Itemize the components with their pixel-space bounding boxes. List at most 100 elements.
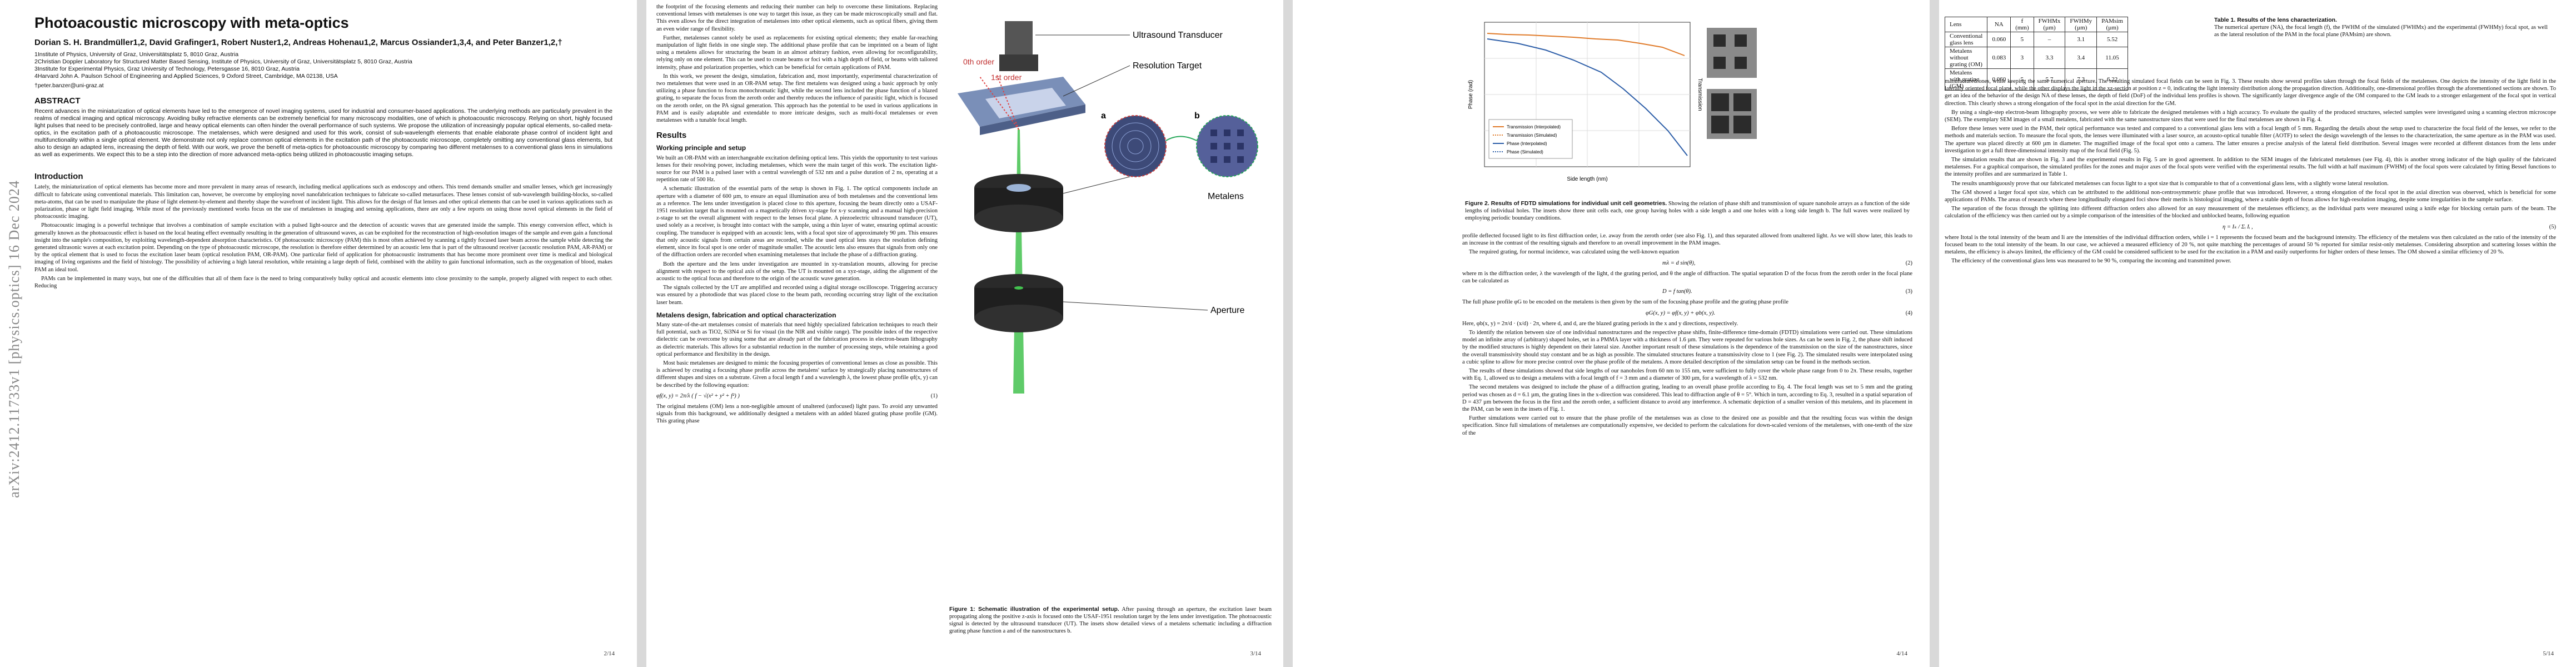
body-paragraph: The efficiency of the conventional glass… — [1951, 258, 2231, 265]
body-paragraph: the footprint of the focusing elements a… — [656, 4, 938, 32]
page-2-text-column: the footprint of the focusing elements a… — [656, 3, 938, 427]
page-4: Transmission (Interpolated) Transmission… — [1293, 0, 1930, 667]
metalens-heading: Metalens design, fabrication and optical… — [656, 311, 836, 319]
results-heading: Results — [656, 131, 687, 141]
inset-a-metalens — [1104, 115, 1167, 177]
page-4-text-column: manufactured ones, while keeping the sam… — [1945, 78, 2556, 267]
body-paragraph: profile deflected focused light to its f… — [1462, 233, 1912, 247]
body-paragraph: The required grating, for normal inciden… — [1469, 249, 1680, 256]
equation-4: φG(x, y) = φf(x, y) + φb(x, y).(4) — [1646, 310, 1912, 316]
laser-beam — [1013, 130, 1024, 394]
label-metalens: Metalens — [1208, 192, 1244, 201]
transducer-body — [1005, 21, 1033, 54]
equation-3: D = f tan(θ).(3) — [1662, 288, 1912, 295]
body-paragraph: The full phase profile φG to be encoded … — [1462, 299, 1788, 306]
nanohole-array — [1210, 130, 1244, 163]
affiliation-1: 1Institute of Physics, University of Gra… — [34, 51, 239, 58]
figure-1: 0th order 1st order Ultrasound Transduce… — [946, 10, 1274, 399]
body-paragraph: Most basic metalenses are designed to mi… — [656, 360, 938, 389]
figure-1-caption: Figure 1: Schematic illustration of the … — [949, 606, 1272, 634]
page-1-content: Photoacoustic microscopy with meta-optic… — [34, 14, 612, 291]
body-paragraph: The simulation results that are shown in… — [1945, 157, 2556, 178]
body-paragraph: The separation of the focus through the … — [1945, 206, 2556, 220]
legend-item: Phase (Interpolated) — [1507, 141, 1547, 146]
body-paragraph: In this work, we present the design, sim… — [656, 73, 938, 124]
body-paragraph: Before these lenses were used in the PAM… — [1945, 126, 2556, 154]
phase-curve — [1487, 38, 1688, 156]
page-3: the footprint of the focusing elements a… — [646, 0, 1283, 667]
body-paragraph: Here, φb(x, y) = 2π/d · (x/d) · 2π, wher… — [1462, 320, 1738, 327]
aperture-hole — [1014, 286, 1023, 290]
fdtd-plot: Transmission (Interpolated) Transmission… — [1468, 22, 1757, 182]
zeroth-order-ray — [979, 76, 1019, 130]
body-paragraph: We built an OR-PAM with an interchangeab… — [656, 155, 938, 183]
transmission-curve — [1487, 33, 1685, 56]
label-b: b — [1194, 111, 1200, 121]
body-paragraph: Further simulations were carried out to … — [1462, 415, 1912, 436]
results-table: Lens NA f (mm) FWHMx (µm) FWHMy (µm) PAM… — [1944, 17, 2128, 91]
body-paragraph: Many state-of-the-art metalenses consist… — [656, 321, 938, 357]
intro-heading: Introduction — [34, 172, 83, 182]
figure-2: Transmission (Interpolated) Transmission… — [1462, 17, 1762, 195]
legend-item: Transmission (Simulated) — [1507, 133, 1557, 138]
abstract-heading: ABSTRACT — [34, 96, 81, 106]
corresponding-email[interactable]: †peter.banzer@uni-graz.at — [34, 82, 104, 89]
page-number: 3/14 — [1250, 650, 1261, 657]
setup-schematic: 0th order 1st order Ultrasound Transduce… — [958, 21, 1258, 394]
page-number: 2/14 — [604, 650, 615, 657]
intro-paragraph: Photoacoustic imaging is a powerful tech… — [34, 222, 612, 273]
body-paragraph: To identify the relation between size of… — [1462, 330, 1912, 365]
transducer-tip — [999, 54, 1038, 71]
body-paragraph: By using a single-step electron-beam lit… — [1945, 109, 2556, 123]
body-paragraph: where Itotal is the total intensity of t… — [1945, 234, 2556, 256]
body-paragraph: The results of these simulations showed … — [1462, 368, 1912, 382]
intro-paragraph: Lately, the miniaturization of optical e… — [34, 184, 612, 220]
label-resolution-target: Resolution Target — [1133, 61, 1202, 71]
results-table-wrapper: Lens NA f (mm) FWHMx (µm) FWHMy (µm) PAM… — [1944, 17, 2128, 91]
author-list: Dorian S. H. Brandmüller1,2, David Grafi… — [34, 38, 562, 47]
page-3-text-column: profile deflected focused light to its f… — [1462, 232, 1912, 439]
arxiv-stamp: arXiv:2412.11733v1 [physics.optics] 16 D… — [6, 180, 22, 498]
legend-item: Transmission (Interpolated) — [1507, 125, 1561, 130]
body-paragraph: where m is the diffraction order, λ the … — [1462, 270, 1912, 285]
equation-2: mλ = d sin(θ),(2) — [1662, 260, 1912, 266]
body-paragraph: Both the aperture and the lens under inv… — [656, 261, 938, 282]
table-header-row: Lens NA f (mm) FWHMx (µm) FWHMy (µm) PAM… — [1944, 17, 2128, 32]
body-paragraph: The GM showed a larger focal spot size, … — [1945, 189, 2556, 203]
label-aperture: Aperture — [1210, 306, 1244, 315]
body-paragraph: manufactured ones, while keeping the sam… — [1945, 78, 2556, 107]
body-paragraph: The results unambiguously prove that our… — [1951, 180, 2389, 187]
page-number: 5/14 — [2543, 650, 2554, 657]
label-zeroth-order: 0th order — [963, 57, 994, 66]
setup-heading: Working principle and setup — [656, 144, 746, 152]
body-paragraph: The second metalens was designed to incl… — [1462, 384, 1912, 413]
paper-title: Photoacoustic microscopy with meta-optic… — [34, 14, 349, 31]
label-first-order: 1st order — [991, 73, 1022, 82]
affiliation-4: 4Harvard John A. Paulson School of Engin… — [34, 73, 338, 79]
metalens-element — [1007, 184, 1031, 192]
inset-arrow — [1165, 136, 1197, 141]
table-1-caption: Table 1. Results of the lens characteriz… — [2214, 17, 2548, 38]
intro-paragraph: PAMs can be implemented in many ways, bu… — [34, 275, 612, 290]
equation-1: φf(x, y) = 2π/λ ( f − √(x² + y² + f²) )(… — [656, 392, 938, 399]
y-axis-label-right: Transmission — [1697, 78, 1703, 111]
figure-2-caption: Figure 2. Results of FDTD simulations fo… — [1465, 200, 1910, 221]
y-axis-label-left: Phase (rad) — [1468, 80, 1474, 109]
body-paragraph: The original metalens (OM) lens a non-ne… — [656, 403, 938, 425]
legend-item: Phase (Simulated) — [1507, 150, 1543, 155]
page-5: Lens NA f (mm) FWHMx (µm) FWHMy (µm) PAM… — [1939, 0, 2576, 667]
label-ultrasound-transducer: Ultrasound Transducer — [1133, 31, 1223, 40]
affiliation-2: 2Christian Doppler Laboratory for Struct… — [34, 58, 412, 65]
page-number: 4/14 — [1896, 650, 1907, 657]
body-paragraph: A schematic illustration of the essentia… — [656, 186, 938, 258]
affiliation-3: 3Institute for Experimental Physics, Gra… — [34, 66, 300, 72]
page-2: arXiv:2412.11733v1 [physics.optics] 16 D… — [0, 0, 637, 667]
body-paragraph: Further, metalenses cannot solely be use… — [656, 34, 938, 71]
abstract-text: Recent advances in the miniaturization o… — [34, 108, 612, 158]
body-paragraph: The signals collected by the UT are ampl… — [656, 285, 938, 306]
label-a: a — [1101, 111, 1106, 121]
x-axis-label: Side length (nm) — [1567, 176, 1607, 182]
